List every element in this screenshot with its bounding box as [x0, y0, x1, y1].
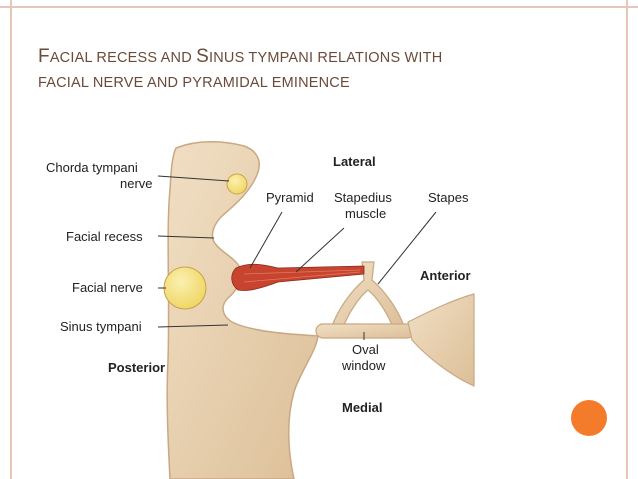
label-stapedius-2: muscle	[345, 206, 386, 221]
title-line-2: FACIAL NERVE AND PYRAMIDAL EMINENCE	[38, 75, 350, 91]
posterior-wall-bone	[166, 140, 319, 479]
anterior-wall-bone	[407, 293, 475, 387]
label-stapes: Stapes	[428, 190, 469, 205]
leader-sinus-tympani	[157, 324, 229, 328]
facial-nerve	[163, 266, 207, 310]
muscle-fibre	[243, 269, 361, 275]
muscle-fibre	[243, 271, 361, 283]
label-oval-window: Oval	[352, 342, 379, 357]
label-facial-recess: Facial recess	[66, 229, 143, 244]
label-posterior: Posterior	[108, 360, 165, 375]
label-chorda-tympani: Chorda tympani	[46, 160, 138, 175]
slide-frame-top	[0, 6, 638, 8]
slide-frame-right	[626, 0, 628, 479]
oval-window-footplate	[315, 323, 415, 339]
leader-stapedius	[295, 227, 345, 273]
label-medial: Medial	[342, 400, 382, 415]
leader-chorda-tympani	[157, 175, 230, 182]
title-initial: F	[38, 46, 50, 67]
slide-frame-left	[10, 0, 12, 479]
leader-facial-recess	[157, 235, 215, 239]
label-oval-window-2: window	[341, 358, 386, 373]
chorda-tympani-nerve	[226, 173, 248, 195]
label-chorda-tympani-2: nerve	[120, 176, 153, 191]
label-facial-nerve: Facial nerve	[72, 280, 143, 295]
label-lateral: Lateral	[333, 154, 376, 169]
label-stapedius: Stapedius	[334, 190, 392, 205]
label-pyramid: Pyramid	[266, 190, 314, 205]
leader-stapes	[377, 211, 437, 285]
label-sinus-tympani: Sinus tympani	[60, 319, 142, 334]
title-line-1: FACIAL RECESS AND SINUS TYMPANI RELATION…	[38, 44, 578, 71]
leader-pyramid	[249, 211, 283, 269]
title-initial: S	[196, 46, 209, 67]
title-text: INUS TYMPANI RELATIONS WITH	[209, 50, 443, 66]
slide-title: FACIAL RECESS AND SINUS TYMPANI RELATION…	[38, 44, 578, 96]
slide-accent-dot	[571, 400, 607, 436]
title-text: ACIAL RECESS AND	[49, 50, 197, 66]
stapes-bone	[331, 261, 405, 331]
label-anterior: Anterior	[420, 268, 471, 283]
